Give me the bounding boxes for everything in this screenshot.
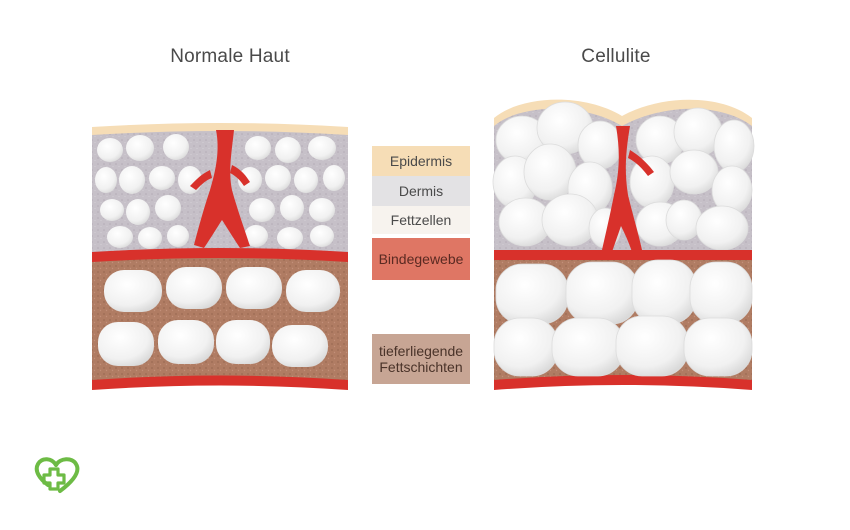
cellulite-connective-band-top: [494, 250, 752, 260]
heart-cross-logo-icon: [34, 457, 80, 493]
normal-fat-cells: [95, 134, 345, 249]
normal-connective-strand: [194, 130, 250, 248]
normal-connective-band-top: [92, 248, 348, 262]
normal-skin-title: Normale Haut: [170, 46, 290, 67]
legend-epidermis: Epidermis: [372, 146, 470, 176]
cellulite-title: Cellulite: [581, 46, 651, 67]
cellulite-connective-band-bottom: [494, 375, 752, 390]
cellulite-fat-cells: [492, 101, 755, 251]
cellulite-connective-strand: [602, 126, 642, 252]
normal-epidermis: [92, 123, 348, 135]
legend-dermis-label: Dermis: [398, 183, 444, 199]
legend-fettzellen-label: Fettzellen: [390, 212, 452, 228]
legend-bindegewebe: Bindegewebe: [372, 238, 470, 280]
legend-fettzellen: Fettzellen: [372, 206, 470, 234]
legend-dermis: Dermis: [372, 176, 470, 206]
normal-connective-band-bottom: [92, 375, 348, 390]
legend-epidermis-label: Epidermis: [389, 153, 453, 169]
normal-deep-fat-cells: [98, 267, 340, 367]
cellulite-panel: [492, 99, 755, 390]
legend-tiefer-line1: tieferliegende: [378, 343, 464, 359]
legend-tiefer-line2: Fettschichten: [379, 359, 463, 375]
legend-tieferliegende-fettschichten: tieferliegende Fettschichten: [372, 334, 470, 384]
legend-bindegewebe-label: Bindegewebe: [378, 251, 464, 267]
cellulite-deep-fat-cells: [493, 259, 753, 377]
normal-skin-panel: [92, 123, 348, 390]
